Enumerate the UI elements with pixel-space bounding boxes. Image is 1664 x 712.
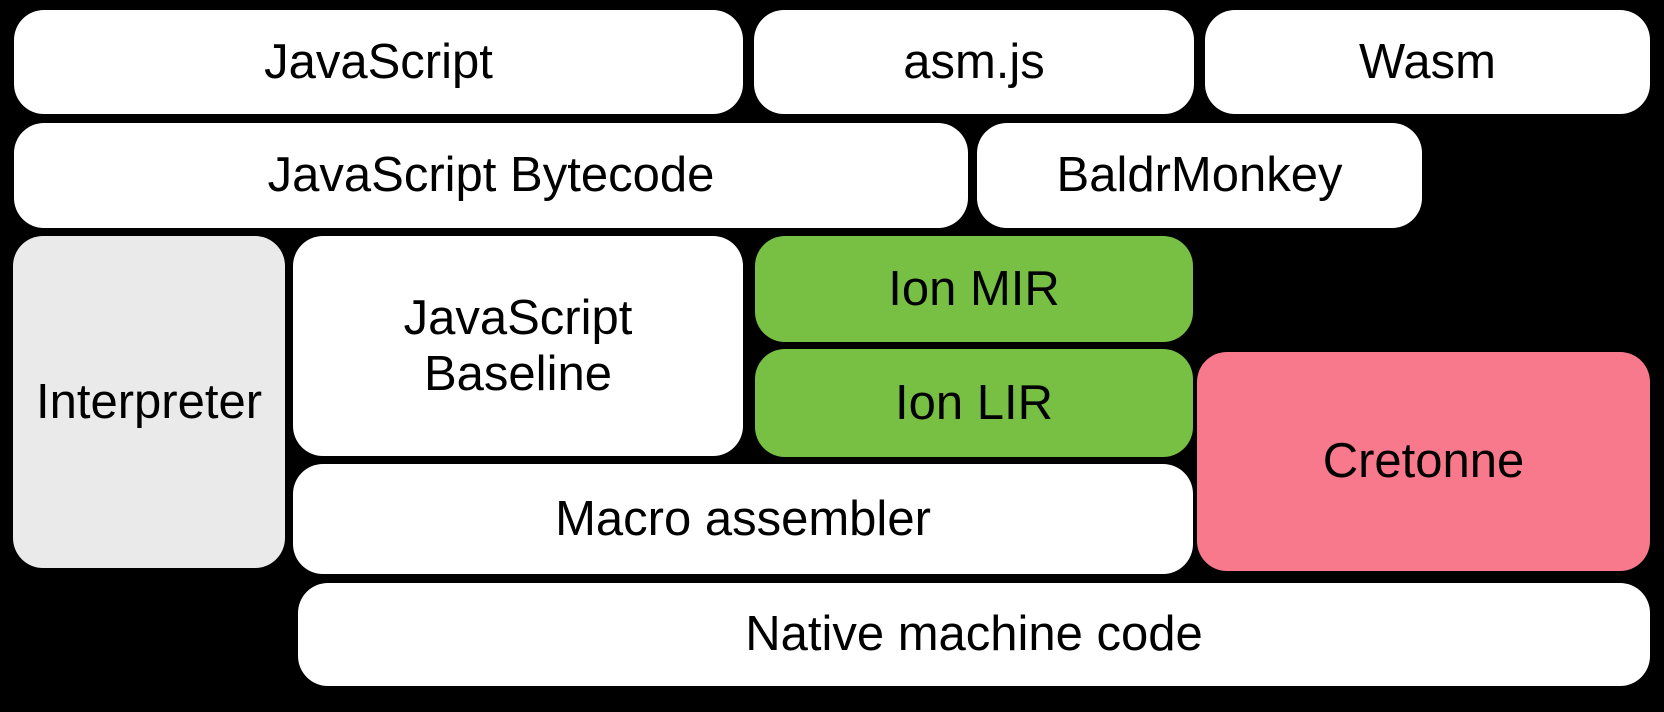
node-asmjs: asm.js [754, 10, 1194, 114]
node-interpreter: Interpreter [13, 236, 285, 568]
node-ion-mir: Ion MIR [755, 236, 1193, 342]
node-baldrmonkey: BaldrMonkey [977, 123, 1422, 228]
node-wasm: Wasm [1205, 10, 1650, 114]
node-native-machine-code: Native machine code [298, 583, 1650, 686]
node-javascript-bytecode: JavaScript Bytecode [14, 123, 968, 228]
node-macro-assembler: Macro assembler [293, 464, 1193, 574]
node-javascript-baseline: JavaScript Baseline [293, 236, 743, 456]
node-ion-lir: Ion LIR [755, 349, 1193, 457]
node-cretonne: Cretonne [1197, 352, 1650, 571]
node-javascript: JavaScript [14, 10, 743, 114]
